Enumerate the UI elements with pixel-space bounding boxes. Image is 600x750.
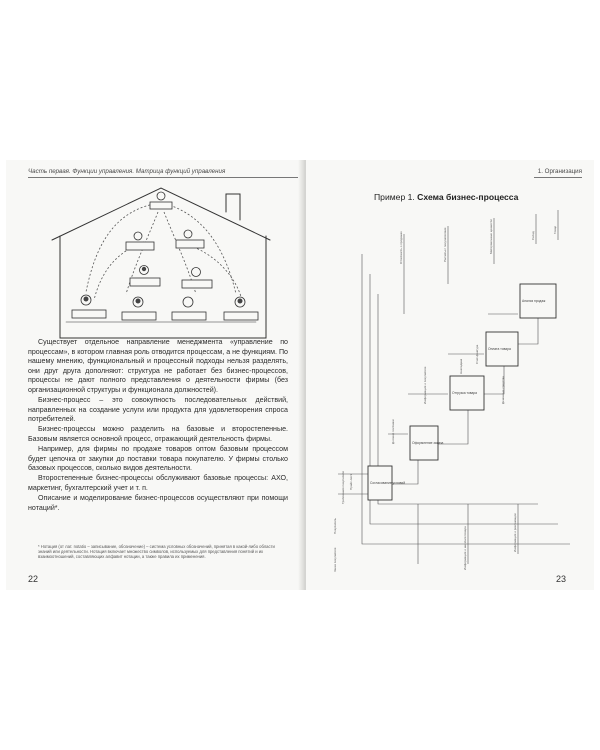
- arrow-label: Денежные средства: [501, 376, 505, 404]
- diagram-box-label: Отгрузка товара: [452, 391, 477, 395]
- arrow-label: Договор поставки: [391, 419, 395, 444]
- diagram-box-label: Анализ продаж: [522, 299, 546, 303]
- right-running-head: 1. Организация: [534, 168, 582, 178]
- left-running-head: Часть первая. Функции управления. Матриц…: [28, 168, 298, 178]
- page-number-right: 23: [556, 574, 567, 584]
- arrow-label: Склад: [531, 231, 535, 240]
- arrow-label: Расчеты с покупателями: [443, 227, 447, 262]
- example-title-prefix: Пример 1.: [374, 192, 415, 202]
- paragraph: Например, для фирмы по продаже товаров о…: [28, 445, 288, 473]
- arrow-label: Отчетность о продажах: [399, 231, 403, 264]
- arrow-label: Счет-фактура: [475, 344, 479, 364]
- body-text: Существует отдельное направление менеджм…: [28, 338, 288, 514]
- arrow-label: Информация о рекламации: [513, 513, 517, 552]
- diagram-box-5: [519, 283, 557, 319]
- diagram-box-3: [449, 375, 485, 411]
- house-illustration: [51, 187, 271, 339]
- left-page: Часть первая. Функции управления. Матриц…: [6, 160, 302, 590]
- arrow-label: Материальные ценности: [489, 219, 493, 254]
- arrow-label: Накладная: [459, 358, 463, 374]
- arrow-label: Покупатель: [333, 517, 337, 534]
- diagram-box-label: Оформление заказа: [412, 441, 444, 445]
- arrow-label: Информация о покупателе: [423, 366, 427, 404]
- arrow-label: Требования покупателя: [341, 471, 345, 504]
- paragraph: Бизнес-процесс – это совокупность послед…: [28, 396, 288, 424]
- diagram-box-2: [409, 425, 439, 461]
- diagram-box-label: Согласование условий: [370, 481, 405, 485]
- example-title: Пример 1. Схема бизнес-процесса: [374, 192, 518, 202]
- arrow-label: Товар: [553, 226, 557, 234]
- paragraph: Существует отдельное направление менеджм…: [28, 338, 288, 394]
- arrow-label: Заказ покупателя: [333, 547, 337, 572]
- diagram-box-1: [367, 465, 393, 501]
- diagram-box-4: [485, 331, 519, 367]
- paragraph: Бизнес-процессы можно разделить на базов…: [28, 425, 288, 443]
- example-title-bold: Схема бизнес-процесса: [417, 192, 519, 202]
- right-page: 1. Организация Пример 1. Схема бизнес-пр…: [306, 160, 594, 590]
- page-number-left: 22: [28, 574, 39, 584]
- book-spread: Часть первая. Функции управления. Матриц…: [6, 160, 594, 600]
- diagram-box-label: Оплата товара: [488, 347, 511, 351]
- paragraph: Второстепенные бизнес-процессы обслужива…: [28, 474, 288, 492]
- paragraph: Описание и моделирование бизнес-процессо…: [28, 494, 288, 512]
- business-process-diagram: Согласование условий Оформление заказа О…: [333, 210, 570, 572]
- footnote: * Нотация (от лат. notatio – записывание…: [38, 544, 275, 560]
- arrow-label: Прайс-лист: [349, 473, 353, 490]
- arrow-label: Информация о наличии товара: [463, 526, 467, 570]
